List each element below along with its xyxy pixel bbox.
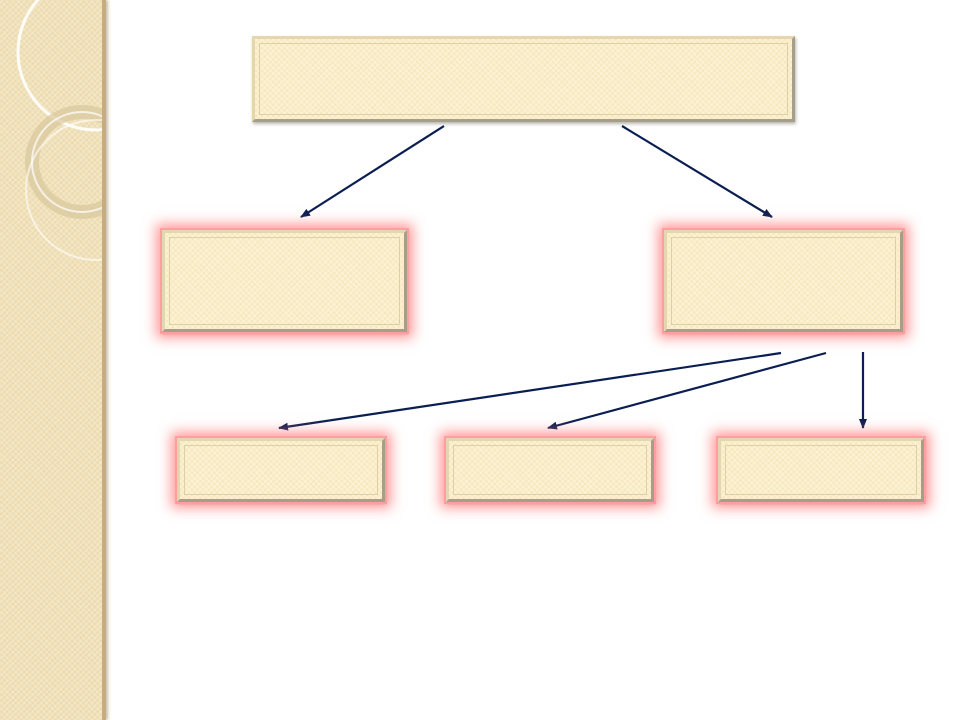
- arrow-root-to-left: [300, 125, 445, 218]
- level2-box-2-label: [453, 445, 647, 495]
- level1-right-label: [671, 237, 896, 325]
- level2-box-2: [446, 438, 654, 502]
- decorative-sidebar: [0, 0, 106, 720]
- level2-box-1: [177, 438, 385, 502]
- arrow-root-to-right: [621, 125, 773, 218]
- root-box: [252, 36, 795, 122]
- level2-box-3-label: [725, 445, 917, 495]
- root-box-label: [259, 43, 788, 115]
- arrow-right-to-child-2: [547, 351, 827, 430]
- level2-box-3: [718, 438, 924, 502]
- level1-left-label: [169, 237, 400, 325]
- level2-box-1-label: [184, 445, 378, 495]
- decorative-circles: [16, 0, 102, 261]
- level1-right-box: [664, 230, 903, 332]
- arrow-right-to-child-1: [278, 351, 782, 431]
- level1-left-box: [162, 230, 407, 332]
